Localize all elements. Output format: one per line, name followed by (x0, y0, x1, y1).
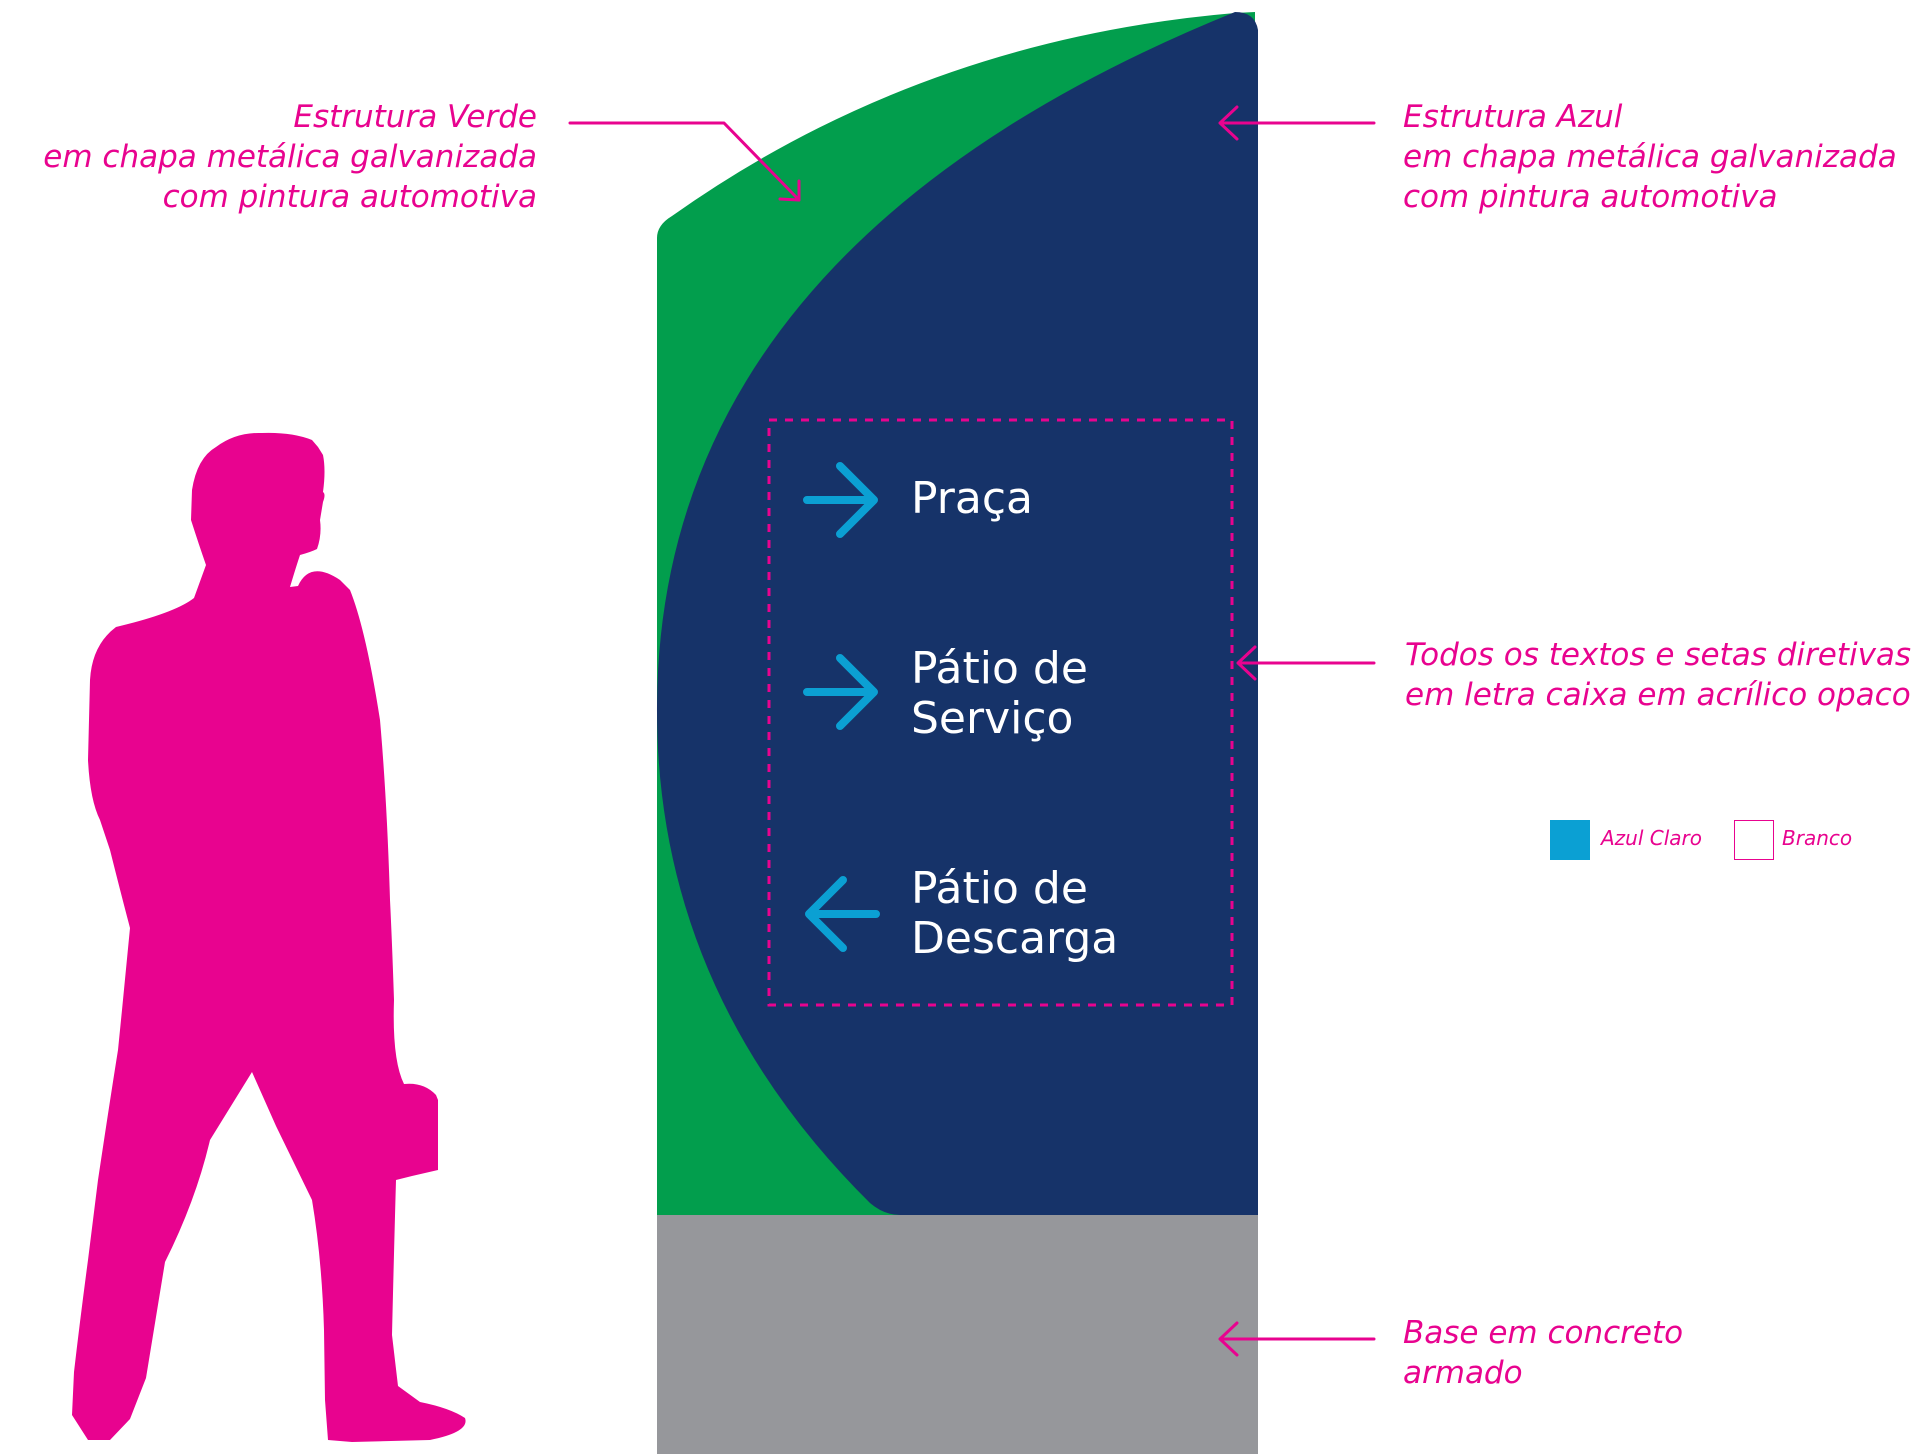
destination-line: Serviço (911, 693, 1074, 744)
person-silhouette (72, 432, 466, 1442)
swatch-light-blue (1550, 820, 1590, 860)
acrylic-letters-area (767, 418, 1234, 1007)
annotation-line: com pintura automotiva (1403, 179, 1778, 215)
annotation-line: Estrutura Azul (1403, 99, 1623, 135)
annotation-line: com pintura automotiva (162, 179, 537, 215)
arrow-right-icon (803, 462, 878, 538)
concrete-base (657, 1215, 1258, 1454)
arrow-left-icon (805, 876, 880, 952)
annotation-base: Base em concreto armado (1403, 1313, 1683, 1393)
annotation-line: Todos os textos e setas diretivas (1405, 637, 1912, 673)
arrow-right-icon (803, 654, 878, 730)
callout-line-base (1218, 1321, 1376, 1357)
callout-line-blue (1218, 105, 1376, 141)
destination-line: Pátio de (911, 863, 1088, 914)
callout-line-texts (1236, 645, 1376, 681)
annotation-green-structure: Estrutura Verde em chapa metálica galvan… (43, 97, 537, 217)
annotation-line: Estrutura Verde (293, 99, 537, 135)
destination-praca: Praça (911, 474, 1033, 524)
annotation-line: Base em concreto (1403, 1315, 1684, 1351)
annotation-line: em letra caixa em acrílico opaco (1405, 677, 1911, 713)
destination-patio-servico: Pátio de Serviço (911, 644, 1088, 744)
destination-line: Praça (911, 473, 1033, 524)
destination-patio-descarga: Pátio de Descarga (911, 864, 1118, 964)
annotation-texts-arrows: Todos os textos e setas diretivas em let… (1405, 635, 1911, 715)
destination-line: Pátio de (911, 643, 1088, 694)
swatch-white (1734, 820, 1774, 860)
legend-label-white: Branco (1782, 826, 1853, 850)
callout-line-green (568, 121, 801, 202)
annotation-line: armado (1403, 1355, 1523, 1391)
annotation-line: em chapa metálica galvanizada (1403, 139, 1897, 175)
annotation-line: em chapa metálica galvanizada (43, 139, 537, 175)
annotation-blue-structure: Estrutura Azul em chapa metálica galvani… (1403, 97, 1897, 217)
legend-label-light-blue: Azul Claro (1601, 826, 1703, 850)
destination-line: Descarga (911, 913, 1119, 964)
